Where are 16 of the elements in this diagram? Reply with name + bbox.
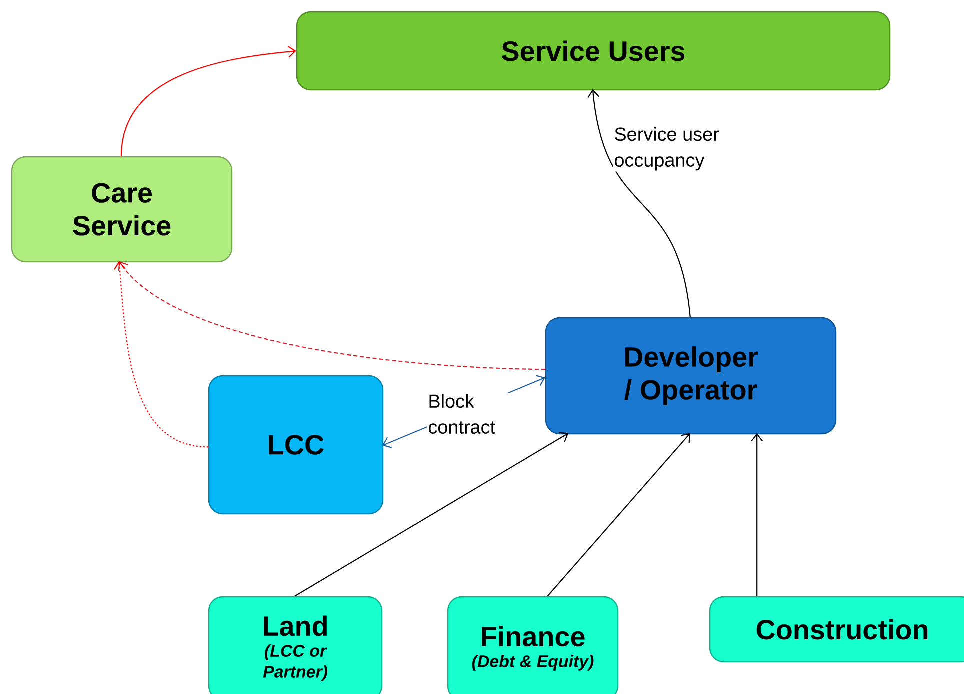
arrow bbox=[588, 89, 691, 318]
edge-label: Service user occupancy bbox=[615, 127, 720, 171]
edge-label: Block contract bbox=[429, 394, 496, 434]
process-box: LCC bbox=[208, 375, 384, 515]
arrow bbox=[120, 46, 296, 156]
process-box: Construction bbox=[709, 596, 964, 663]
process-box: Developer / Operator bbox=[545, 317, 837, 435]
arrow bbox=[547, 433, 690, 597]
arrow bbox=[114, 261, 208, 448]
arrow bbox=[118, 261, 546, 370]
arrow bbox=[751, 433, 764, 596]
process-box: Service Users bbox=[296, 11, 891, 91]
process-box: Finance (Debt & Equity) bbox=[447, 596, 619, 694]
arrow bbox=[294, 432, 569, 597]
process-box: Care Service bbox=[11, 156, 233, 263]
process-box: Land (LCC or Partner) bbox=[208, 596, 383, 694]
